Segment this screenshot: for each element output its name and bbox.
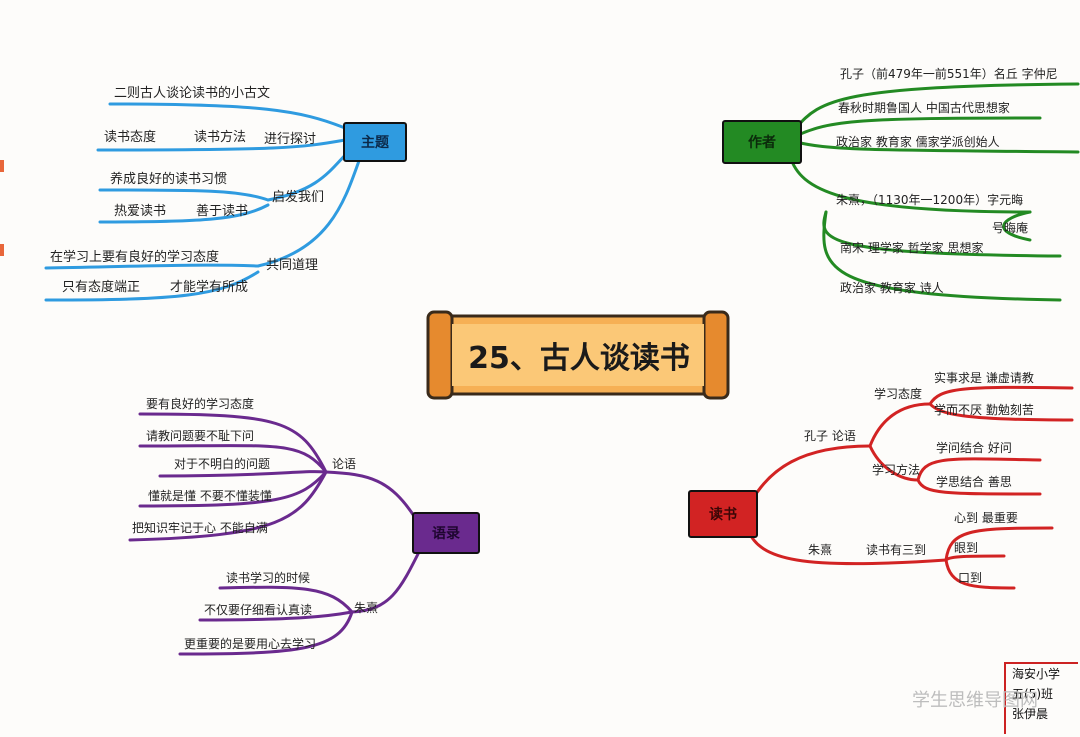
edge-mark [0,244,4,256]
quote-lunyu-branch: 论语 [332,457,357,471]
reading-method: 学习方法 [872,463,921,477]
center-scroll [426,310,730,400]
edge-mark [0,160,4,172]
theme-branches [44,102,362,302]
quote-zhuxi-item: 读书学习的时候 [226,571,311,585]
author-confucius-node: 春秋时期鲁国人 中国古代思想家 [838,101,1010,115]
quote-tag: 语录 [412,512,480,554]
author-branches [788,82,1080,302]
reading-tag: 读书 [688,490,758,538]
theme-node: 只有态度端正 [62,280,141,295]
quote-zhuxi-branch: 朱熹 [354,601,379,615]
theme-node: 才能学有所成 [170,280,249,295]
credit-school: 海安小学 [1012,667,1061,681]
quote-lunyu-item: 请教问题要不耻下问 [146,429,255,443]
theme-node: 读书方法 [194,130,247,145]
theme-node: 进行探讨 [264,132,317,147]
theme-node: 在学习上要有良好的学习态度 [50,250,220,265]
reading-three: 读书有三到 [866,543,927,557]
reading-method-item: 学思结合 善思 [936,475,1012,489]
author-confucius-node: 政治家 教育家 儒家学派创始人 [836,135,1000,149]
reading-three-item: 心到 最重要 [954,511,1018,525]
quote-lunyu-item: 对于不明白的问题 [174,457,271,471]
quote-lunyu-item: 懂就是懂 不要不懂装懂 [148,489,272,503]
quote-zhuxi-item: 更重要的是要用心去学习 [184,637,317,651]
theme-node: 读书态度 [104,130,157,145]
theme-node: 二则古人谈论读书的小古文 [114,86,271,101]
author-credit: 海安小学 五(5)班 张伊晨 [1004,662,1078,734]
theme-node: 热爱读书 [114,204,167,219]
theme-node: 启发我们 [272,190,325,205]
reading-attitude-item: 学而不厌 勤勉刻苦 [934,403,1034,417]
credit-class: 五(5)班 [1012,687,1053,701]
theme-node: 养成良好的读书习惯 [110,172,228,187]
reading-branches [746,385,1074,590]
quote-zhuxi-item: 不仅要仔细看认真读 [204,603,313,617]
author-tag: 作者 [722,120,802,164]
reading-attitude: 学习态度 [874,387,923,401]
theme-node: 共同道理 [266,258,319,273]
author-zhuxi-node: 南宋 理学家 哲学家 思想家 [840,241,984,255]
reading-confucius-branch: 孔子 论语 [804,429,856,443]
credit-student: 张伊晨 [1012,707,1049,721]
center-title: 25、古人谈读书 [468,341,690,376]
reading-three-item: 口到 [958,571,983,585]
quote-lunyu-item: 要有良好的学习态度 [146,397,255,411]
author-zhuxi-node: 朱熹，（1130年一1200年）字元晦 [836,193,1024,207]
theme-tag: 主题 [343,122,407,162]
quote-lunyu-item: 把知识牢记于心 不能自满 [132,521,268,535]
reading-method-item: 学问结合 好问 [936,441,1012,455]
reading-zhuxi-branch: 朱熹 [808,543,833,557]
theme-node: 善于读书 [196,204,249,219]
author-zhuxi-node: 政治家 教育家 诗人 [840,281,944,295]
watermark: 学生思维导图网 [912,690,1038,711]
author-confucius-node: 孔子（前479年一前551年）名丘 字仲尼 [840,67,1058,81]
quote-branches [128,412,422,656]
reading-attitude-item: 实事求是 谦虚请教 [934,371,1034,385]
reading-three-item: 眼到 [954,541,979,555]
author-zhuxi-node: 号晦庵 [992,221,1029,235]
